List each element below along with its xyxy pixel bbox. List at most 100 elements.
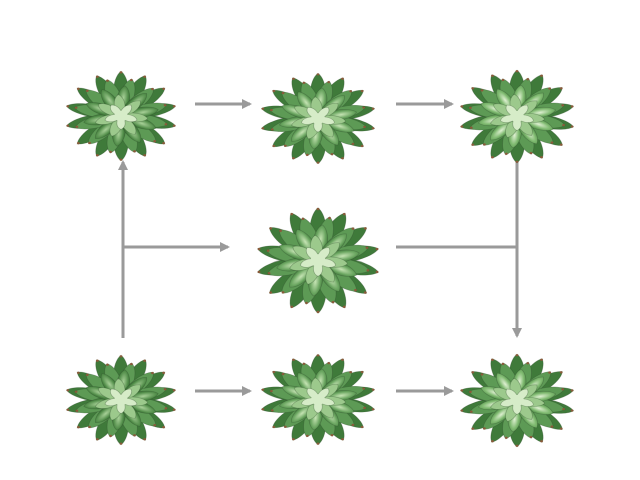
leaf-tip	[270, 390, 273, 393]
leaf-tip	[261, 107, 265, 110]
leaf-tip	[375, 247, 379, 251]
leaf-tip	[163, 388, 167, 391]
leaf-tip	[172, 389, 176, 392]
leaf-tip	[261, 408, 265, 411]
leaf-tip	[491, 440, 494, 443]
leaf-tip	[501, 362, 505, 366]
leaf-tip	[266, 249, 270, 252]
leaf-tip	[375, 270, 379, 274]
leaf-tip	[349, 371, 352, 374]
leaf-tip	[272, 425, 276, 429]
leaf-tip	[292, 358, 295, 361]
leaf-tip	[66, 124, 70, 127]
leaf-tip	[365, 246, 369, 249]
leaf-tip	[269, 227, 273, 230]
leaf-tip	[76, 87, 80, 90]
leaf-tip	[550, 425, 554, 428]
leaf-tip	[172, 124, 176, 127]
leaf-tip	[529, 435, 533, 439]
leaf-tip	[341, 438, 344, 441]
leaf-tip	[570, 125, 574, 128]
leaf-tip	[548, 87, 551, 90]
succulent-bottom-right	[459, 353, 575, 448]
leaf-tip	[162, 426, 166, 429]
leaf-tip	[504, 436, 508, 439]
leaf-tip	[371, 107, 375, 110]
leaf-tip	[119, 71, 123, 74]
leaf-tip	[483, 143, 486, 146]
leaf-tip	[284, 144, 287, 147]
arrows-layer	[118, 99, 522, 396]
leaf-tip	[143, 438, 147, 441]
leaf-tip	[301, 217, 305, 221]
leaf-tip	[272, 370, 276, 374]
rosette-center	[510, 110, 524, 123]
leaf-tip	[109, 150, 113, 154]
leaf-tip	[292, 438, 295, 441]
leaf-tip	[143, 75, 147, 78]
leaf-tip	[316, 354, 320, 357]
succulent-center	[257, 207, 379, 314]
rosette-center	[114, 110, 128, 122]
leaf-tip	[562, 407, 565, 411]
leaf-tip	[74, 390, 78, 393]
leaf-tip	[354, 288, 357, 292]
leaf-tip	[143, 359, 147, 362]
leaf-tip	[316, 73, 320, 76]
leaf-tip	[257, 270, 261, 274]
leaf-tip	[305, 153, 309, 156]
leaf-tip	[540, 156, 543, 159]
leaf-tip	[460, 389, 464, 392]
leaf-tip	[570, 105, 574, 108]
leaf-tip	[290, 305, 294, 309]
leaf-tip	[95, 154, 99, 157]
leaf-tip	[75, 409, 79, 412]
leaf-tip	[119, 442, 123, 445]
leaf-tip	[360, 144, 364, 148]
rosette-center	[510, 394, 524, 407]
leaf-tip	[362, 387, 366, 390]
leaf-tip	[316, 207, 320, 211]
leaf-tip	[106, 79, 109, 82]
succulent-top-left	[65, 70, 177, 162]
leaf-tip	[270, 109, 273, 112]
leaf-tip	[330, 434, 334, 437]
leaf-tip	[85, 373, 89, 376]
leaf-tip	[371, 408, 375, 411]
leaf-tip	[559, 371, 563, 374]
leaf-tip	[316, 310, 320, 314]
succulent-bottom-left	[65, 354, 177, 446]
leaf-tip	[515, 70, 519, 73]
succulent-top-middle	[260, 72, 376, 165]
leaf-tip	[76, 142, 80, 145]
leaf-tip	[360, 370, 364, 374]
leaf-tip	[281, 372, 285, 376]
leaf-tip	[106, 363, 109, 366]
leaf-tip	[559, 87, 563, 90]
leaf-tip	[469, 390, 472, 394]
leaf-tip	[151, 87, 154, 91]
leaf-tip	[562, 123, 565, 127]
leaf-tip	[119, 158, 123, 161]
leaf-tip	[66, 105, 70, 108]
leaf-tip	[351, 423, 355, 427]
leaf-tip	[269, 291, 273, 294]
leaf-tip	[561, 104, 565, 107]
leaf-tip	[504, 152, 508, 155]
leaf-tip	[362, 106, 366, 109]
leaf-tip	[330, 153, 334, 156]
leaf-tip	[526, 362, 530, 365]
rosette-center	[114, 394, 128, 406]
leaf-tip	[515, 354, 519, 357]
leaf-tip	[363, 406, 366, 409]
leaf-tip	[95, 438, 99, 441]
leaf-tip	[328, 216, 331, 220]
leaf-tip	[515, 444, 519, 447]
leaf-tip	[164, 123, 168, 126]
leaf-tip	[559, 143, 563, 146]
leaf-tip	[480, 89, 484, 92]
leaf-tip	[570, 409, 574, 412]
leaf-tip	[351, 142, 355, 146]
leaf-tip	[526, 78, 530, 81]
leaf-tip	[363, 125, 366, 128]
